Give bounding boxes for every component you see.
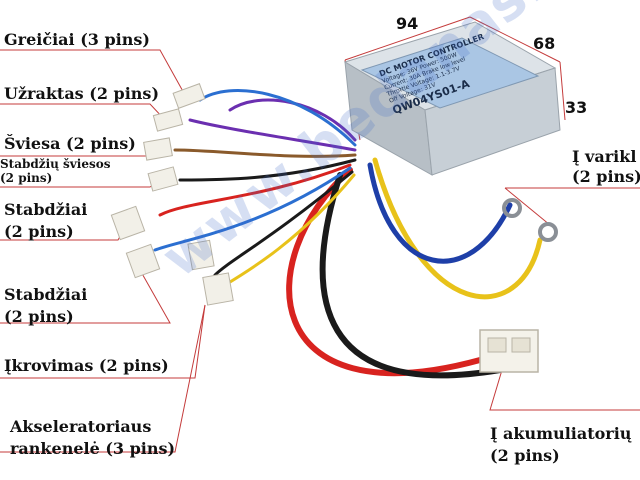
label-brake1-line2: (2 pins) [4, 222, 74, 241]
label-charging: Įkrovimas (2 pins) [4, 356, 169, 375]
controller-box [343, 21, 561, 176]
label-throttle-line1: Akseleratoriaus [10, 417, 152, 436]
wire-bundle [153, 89, 543, 379]
label-motor-line2: (2 pins) [572, 167, 640, 186]
dimension-length: 94 [396, 14, 419, 33]
battery-connector [479, 329, 539, 373]
label-motor-line1: Į varikl [572, 147, 637, 166]
dimension-width: 68 [533, 34, 556, 53]
label-brake1-line1: Stabdžiai [4, 200, 88, 219]
label-brake2-line1: Stabdžiai [4, 285, 88, 304]
motor-terminals [502, 198, 558, 242]
label-throttle-line2: rankenelė (3 pins) [10, 439, 176, 458]
dimension-height: 33 [565, 98, 588, 117]
label-brake-light-line2: (2 pins) [0, 171, 53, 185]
label-speed: Greičiai (3 pins) [4, 30, 150, 49]
label-battery-line1: Į akumuliatorių [490, 424, 632, 443]
label-brake2-line2: (2 pins) [4, 307, 74, 326]
label-light: Šviesa (2 pins) [4, 134, 136, 153]
label-lock: Užraktas (2 pins) [4, 84, 160, 103]
pointer-lines [0, 16, 640, 453]
label-brake-light-line1: Stabdžių šviesos [0, 157, 111, 171]
label-battery-line2: (2 pins) [490, 446, 560, 465]
signal-connectors [110, 83, 234, 306]
